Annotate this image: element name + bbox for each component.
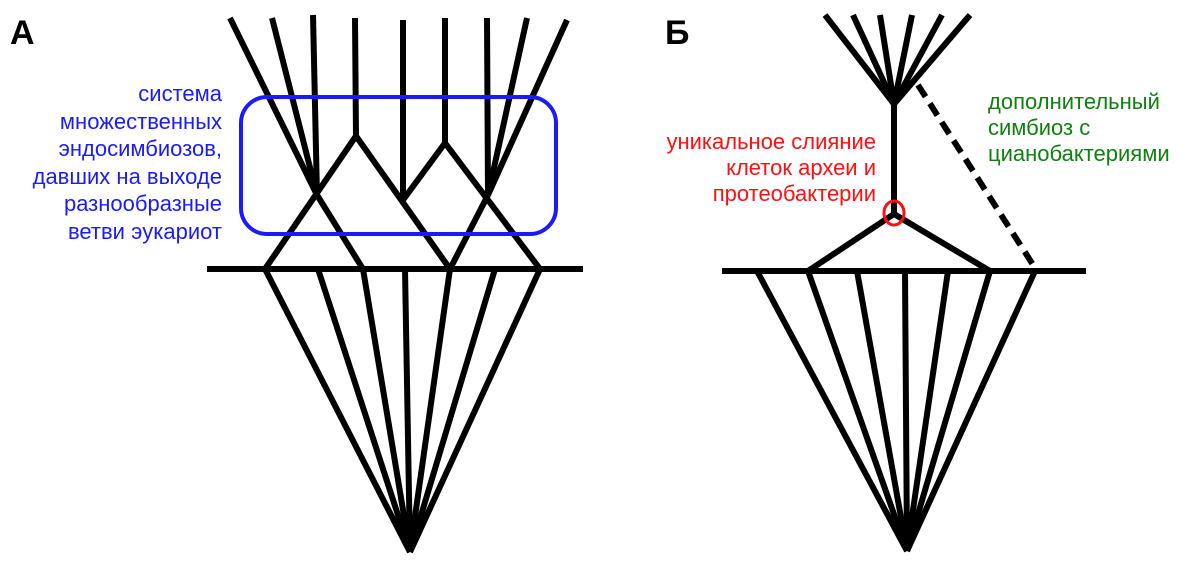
tree-branch xyxy=(902,270,910,552)
tree-branch xyxy=(891,13,945,106)
tree-branch xyxy=(360,268,413,553)
annotation-line: ветви эукариот xyxy=(67,218,222,244)
tree-branch xyxy=(904,269,1038,553)
tree-branch xyxy=(407,267,543,554)
tree-branch xyxy=(262,134,359,271)
annotation-line: давших на выходе xyxy=(32,163,222,189)
tree-branch xyxy=(822,13,897,106)
tree-branch xyxy=(227,16,320,197)
panel-b-label: Б xyxy=(665,14,690,52)
symbiosis-annotation: дополнительный симбиоз с цианобактериями xyxy=(988,89,1170,167)
cyanobacteria-symbiosis-dashed-line xyxy=(915,83,1040,273)
annotation-line: разнообразные xyxy=(63,191,222,216)
annotation-line: симбиоз с xyxy=(988,115,1091,140)
tree-branch xyxy=(904,270,951,552)
tree-branch xyxy=(485,18,570,197)
tree-branch xyxy=(805,269,910,553)
fusion-annotation: уникальное слияние клеток археи и протео… xyxy=(666,129,876,207)
tree-branch xyxy=(352,17,359,137)
tree-branch xyxy=(400,141,448,202)
tree-branch xyxy=(754,269,910,553)
tree-branch xyxy=(877,14,897,105)
tree-branch xyxy=(402,268,413,553)
tree-branch xyxy=(407,268,453,553)
annotation-line: дополнительный xyxy=(988,89,1160,114)
tree-branch xyxy=(262,267,413,554)
annotation-line: множественных xyxy=(59,108,222,134)
annotation-line: эндосимбиозов, xyxy=(58,136,222,161)
tree-branch xyxy=(353,134,453,271)
tree-branch xyxy=(407,268,498,553)
tree-branch xyxy=(310,14,320,196)
tree-branch xyxy=(854,270,910,552)
tree-branch xyxy=(892,211,992,274)
tree-branch xyxy=(315,268,413,553)
annotation-line: система xyxy=(138,81,222,106)
tree-branch xyxy=(891,14,915,105)
panel-b-tree xyxy=(722,13,1086,553)
panel-a-label: А xyxy=(10,14,35,52)
tree-branch xyxy=(904,270,993,552)
endosymbiosis-annotation: система множественных эндосимбиозов, дав… xyxy=(33,80,222,245)
endosymbiosis-highlight-box xyxy=(239,95,558,236)
tree-branch xyxy=(891,13,973,106)
annotation-line: протеобактерии xyxy=(712,181,876,206)
tree-branch xyxy=(485,17,530,196)
tree-branch xyxy=(442,141,543,271)
tree-branch xyxy=(850,13,897,106)
panel-a-tree xyxy=(207,14,583,554)
tree-branch xyxy=(806,211,896,274)
annotation-line: клеток археи и xyxy=(726,155,876,180)
tree-branch xyxy=(484,17,491,196)
fusion-marker-circle xyxy=(882,199,906,227)
annotation-line: цианобактериями xyxy=(988,141,1170,166)
tree-branch xyxy=(269,17,320,196)
annotation-line: уникальное слияние xyxy=(666,129,876,154)
